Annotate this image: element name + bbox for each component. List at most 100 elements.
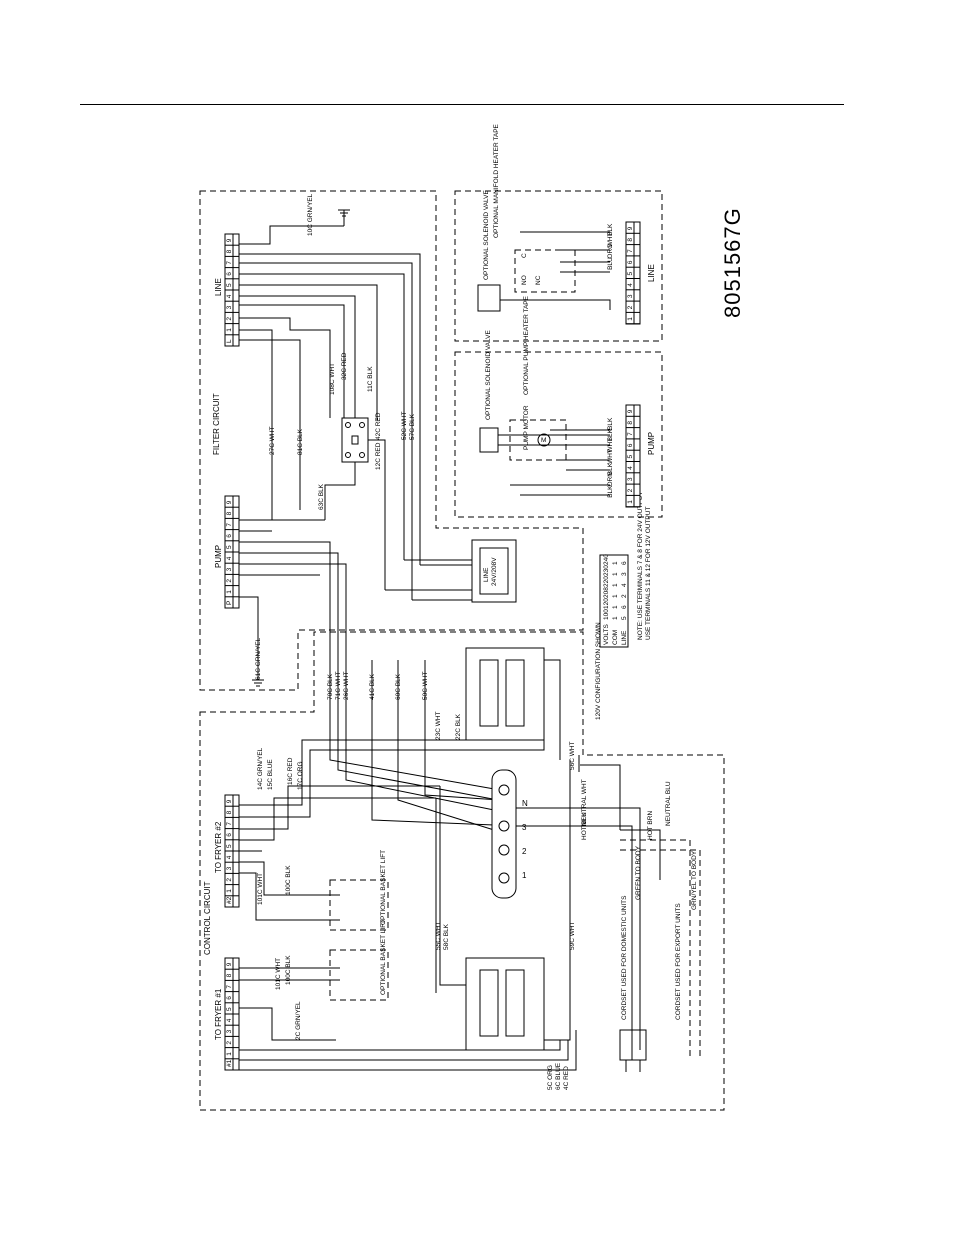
basket-lift-2-label: OPTIONAL BASKET LIFT — [380, 850, 387, 925]
volts-table-cell: 1 — [612, 572, 619, 576]
wire-label: 101C WHT — [275, 958, 282, 990]
wire-label: 59C WHT — [569, 921, 576, 950]
pump-inset-wire-label: BLK — [607, 417, 614, 430]
pump-inset-boundary — [454, 351, 663, 518]
wire-label: 15C BLUE — [267, 759, 274, 790]
volts-table-cell: 6 — [621, 561, 628, 565]
line-section-label: LINE — [214, 278, 223, 296]
terminal-number: 2 — [226, 1041, 233, 1045]
terminal-number: 3 — [627, 477, 634, 481]
terminal-number: 6 — [226, 272, 233, 276]
pump-inset-wire-label: BLK — [607, 462, 614, 475]
basket-lift-2 — [329, 879, 389, 931]
relay-lower — [465, 957, 545, 1051]
main-terminal-strip: N 3 2 1 — [491, 769, 528, 899]
pump-heater-label: OPTIONAL PUMP HEATER TAPE — [523, 295, 530, 395]
terminal-number: 9 — [627, 226, 634, 230]
terminal-number: 4 — [627, 466, 634, 470]
wire-label: 71C WHT — [335, 671, 342, 700]
terminal-number: 2 — [627, 305, 634, 309]
config-note: 120V CONFIGURATION SHOWN — [595, 622, 602, 720]
terminal-number: 6 — [226, 996, 233, 1000]
terminal-number: 5 — [627, 272, 634, 276]
terminal-number: 3 — [627, 294, 634, 298]
header-rule — [80, 104, 844, 105]
terminal-number: 6 — [627, 260, 634, 264]
line-inset-label: LINE — [647, 264, 656, 282]
terminal-number: #2 — [226, 896, 233, 904]
line-inset-wire-label: ORG — [607, 244, 614, 259]
wire-label: 6C BLUE — [555, 1062, 562, 1090]
pump-inset-wire-label: ORN — [607, 472, 614, 487]
wire-label: 27C WHT — [269, 426, 276, 455]
terminal-number: 6 — [226, 833, 233, 837]
line-inset-boundary — [454, 190, 663, 342]
terminal-number: 8 — [627, 238, 634, 242]
terminal-number: 4 — [226, 855, 233, 859]
terminal-number: 2 — [226, 878, 233, 882]
terminal-number: 2 — [226, 317, 233, 321]
terminal-number: 5 — [226, 283, 233, 287]
terminal-number: 2 — [627, 488, 634, 492]
wire-label: 23C WHT — [435, 711, 442, 740]
component-label: NEUTRAL BLU — [665, 781, 672, 826]
terminal-number: 8 — [226, 973, 233, 977]
terminal-number: 4 — [226, 294, 233, 298]
strip-label-n: N — [522, 799, 528, 808]
note-line-1: NOTE: USE TERMINALS 7 & 8 FOR 24V OUTPUT — [637, 492, 644, 640]
pump-inset-label: PUMP — [647, 432, 656, 455]
wire-label: 81C BLK — [297, 428, 304, 455]
wire-label: 100C BLK — [285, 955, 292, 985]
terminal-number: 9 — [226, 799, 233, 803]
filter-circuit-boundary — [199, 190, 584, 691]
terminal-number: 3 — [226, 866, 233, 870]
terminal-number: 4 — [226, 556, 233, 560]
wire-label: 32C RED — [341, 352, 348, 380]
terminal-number: 1 — [627, 317, 634, 321]
component-label: CORDSET USED FOR DOMESTIC UNITS — [621, 895, 628, 1020]
wire-label: 61C GRN/YEL — [255, 637, 262, 680]
terminal-number: 1 — [627, 500, 634, 504]
volts-table-cell: 120 — [603, 598, 610, 609]
pump-wiring — [239, 519, 347, 700]
terminal-number: 8 — [226, 249, 233, 253]
volts-table-cell: 5 — [621, 616, 628, 620]
volts-table-cell: 230 — [603, 565, 610, 576]
cordset-plug — [619, 1029, 647, 1072]
terminal-number: 5 — [226, 545, 233, 549]
transformer-line-label: LINE — [483, 567, 490, 582]
wire-label: 60C BLK — [395, 673, 402, 700]
line-solenoid-label: OPTIONAL SOLENOID VALVE — [483, 190, 490, 280]
terminal-number: 5 — [627, 455, 634, 459]
pump-inset-wire-label: BLK — [607, 428, 614, 441]
wire-label: 12C RED — [375, 442, 382, 470]
terminal-number: P — [226, 601, 233, 605]
wire-label: 2C GRN/YEL — [295, 1001, 302, 1040]
wire-label: 16C RED — [287, 757, 294, 785]
terminal-number: 4 — [226, 1018, 233, 1022]
wire-label: 4C RED — [563, 1066, 570, 1090]
terminal-number: 1 — [226, 1052, 233, 1056]
component-label: NEUTRAL WHT — [581, 779, 588, 826]
control-wiring — [239, 659, 621, 1041]
wire-label: 63C BLK — [318, 483, 325, 510]
pump-motor-icon — [537, 433, 551, 447]
transformer: 24V/208V LINE — [471, 539, 517, 603]
terminal-number: 1 — [226, 328, 233, 332]
wire-label: 56C WHT — [569, 741, 576, 770]
wire-label: 11C BLK — [367, 366, 374, 392]
volts-table-cell: 2 — [621, 594, 628, 598]
line-inset-wire-label: BLK — [607, 223, 614, 236]
terminal-number: 6 — [226, 534, 233, 538]
pump-inset-wire-label: WHT — [607, 438, 614, 453]
component-label: HOT BLK — [581, 812, 588, 840]
component-label: GREEN TO BODY — [635, 845, 642, 900]
